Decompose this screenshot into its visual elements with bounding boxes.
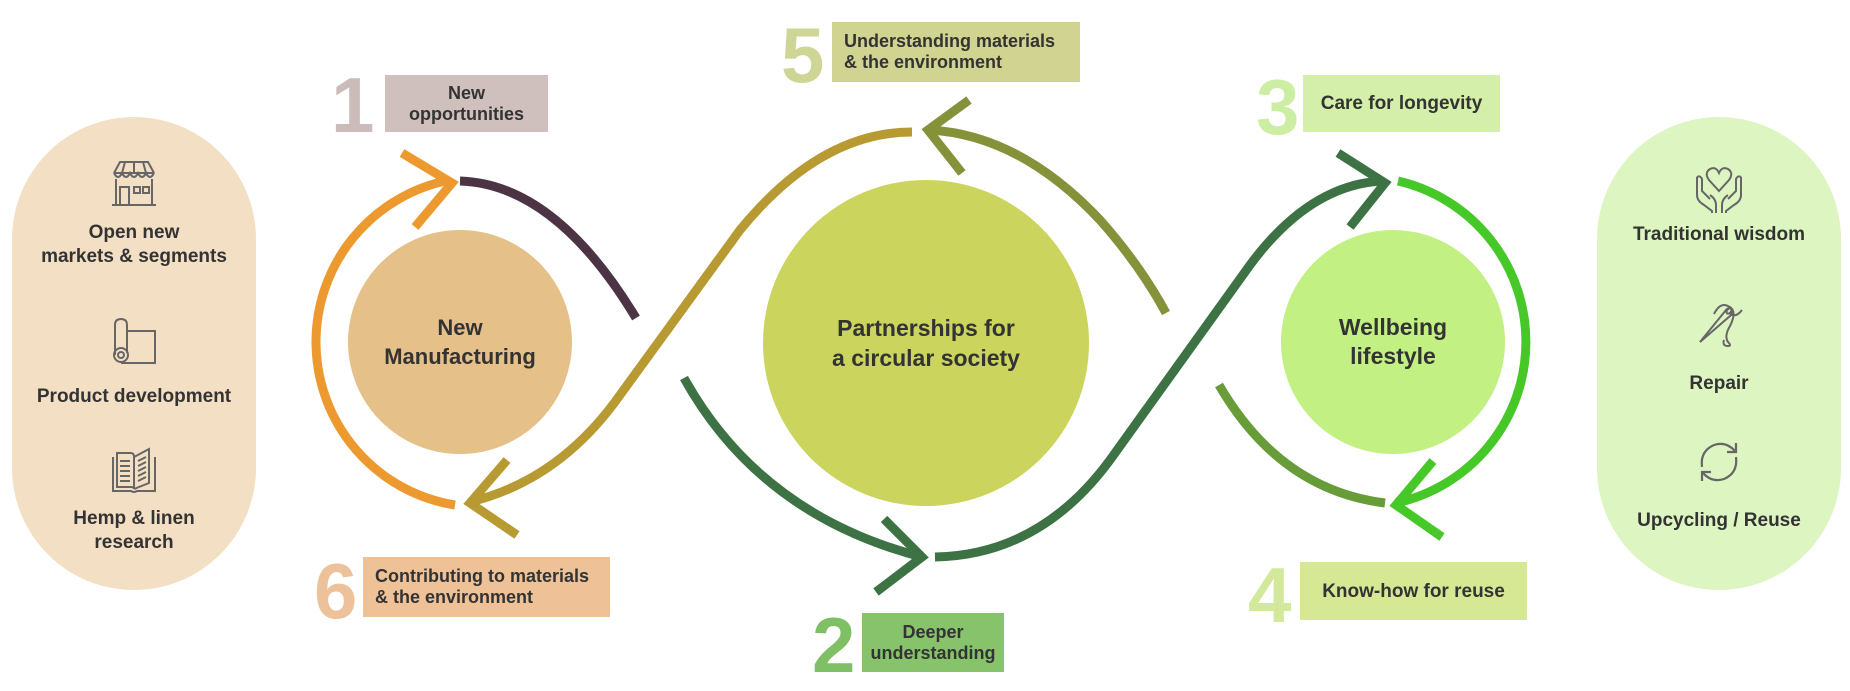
step-6-label: Contributing to materials & the environm…: [363, 557, 610, 617]
step-6-number: 6: [314, 547, 358, 635]
step-label-line: understanding: [870, 642, 996, 663]
step-4-number: 4: [1248, 551, 1292, 639]
circle-label-line: New: [437, 315, 483, 340]
arrow-left-loop-orange: [311, 175, 456, 510]
circle-label-line: Partnerships for: [837, 315, 1015, 341]
arrowhead-step6-icon: [463, 457, 520, 539]
pill-label-line: markets & segments: [41, 246, 227, 267]
step-label-line: Contributing to materials: [375, 566, 590, 586]
step-2-number: 2: [812, 601, 856, 689]
step-5-number: 5: [781, 11, 825, 99]
arrow-s-curve-gold: [468, 127, 913, 507]
arrow-dark-green-lower: [680, 375, 924, 562]
arrow-left-loop-plum: [459, 176, 640, 321]
step-label-line: Care for longevity: [1320, 93, 1483, 114]
pill-label-line: Traditional wisdom: [1632, 224, 1806, 245]
step-label-line: & the environment: [375, 587, 534, 607]
arrowhead-step5-icon: [921, 96, 972, 176]
left-item-product-development: Product development: [12, 317, 256, 409]
step-3-label: Care for longevity: [1303, 75, 1500, 132]
step-label-line: opportunities: [409, 103, 524, 124]
arrow-right-loop-moss: [1215, 382, 1386, 508]
new-manufacturing-circle: New Manufacturing: [348, 230, 572, 454]
step-1-number: 1: [331, 61, 375, 149]
pill-label-line: Open new: [88, 222, 180, 243]
wellbeing-lifestyle-circle: Wellbeing lifestyle: [1281, 230, 1505, 454]
step-5-label: Understanding materials & the environmen…: [832, 22, 1080, 82]
pill-label-line: Upcycling / Reuse: [1637, 510, 1801, 531]
step-2-label: Deeper understanding: [862, 613, 1004, 672]
step-label-line: Deeper: [902, 621, 964, 642]
circle-label-line: lifestyle: [1350, 343, 1436, 369]
circle-label-line: Manufacturing: [384, 344, 536, 369]
pill-label-line: Hemp & linen: [73, 508, 195, 529]
step-1-label: New opportunities: [385, 75, 548, 132]
circle-label-line: Wellbeing: [1338, 314, 1448, 340]
arrowhead-step1-icon: [399, 149, 459, 230]
right-item-repair: Repair: [1597, 300, 1841, 396]
hands-heart-icon: [1696, 167, 1742, 213]
left-item-markets: Open new markets & segments: [12, 159, 256, 269]
arrow-s-curve-dark-green: [934, 176, 1384, 562]
partnerships-circle: Partnerships for a circular society: [763, 180, 1089, 506]
storefront-icon: [112, 161, 156, 206]
right-benefits-panel: Traditional wisdom Repair Upcycling / Re…: [1597, 117, 1841, 590]
arrow-right-loop-bright-green: [1395, 176, 1531, 508]
pill-label-line: research: [94, 532, 174, 553]
step-3-number: 3: [1256, 63, 1300, 151]
pill-label-line: Product development: [36, 386, 232, 407]
right-item-upcycling: Upcycling / Reuse: [1597, 437, 1841, 533]
pill-label-line: Repair: [1689, 373, 1749, 394]
arrowhead-step4-icon: [1389, 458, 1445, 541]
arrow-middle-olive: [929, 125, 1170, 316]
step-label-line: Understanding materials: [844, 31, 1056, 51]
arrowhead-step2-icon: [873, 515, 929, 596]
left-benefits-panel: Open new markets & segments Product deve…: [12, 117, 256, 590]
recycle-arrows-icon: [1700, 442, 1738, 482]
circle-label-line: a circular society: [832, 345, 1020, 371]
step-label-line: New: [447, 82, 485, 103]
right-item-traditional-wisdom: Traditional wisdom: [1597, 165, 1841, 247]
step-4-label: Know-how for reuse: [1300, 562, 1527, 620]
step-label-line: Know-how for reuse: [1322, 580, 1505, 602]
left-item-hemp-research: Hemp & linen research: [12, 447, 256, 555]
arrowhead-step3-icon: [1335, 149, 1392, 230]
fabric-roll-icon: [113, 317, 156, 364]
step-label-line: & the environment: [844, 52, 1003, 72]
open-book-icon: [112, 447, 156, 493]
needle-thread-icon: [1699, 304, 1743, 348]
